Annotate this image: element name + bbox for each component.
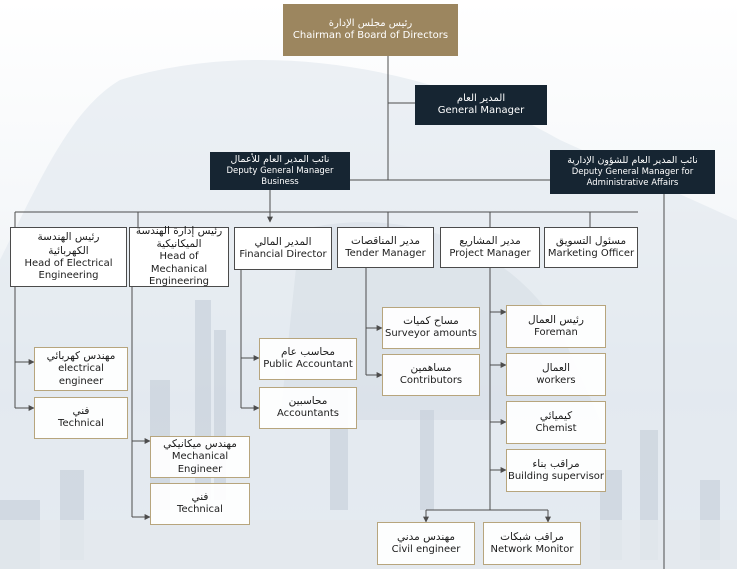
project-manager-en: Project Manager bbox=[449, 247, 531, 259]
general-manager-ar: المدير العام bbox=[456, 92, 506, 104]
foreman-en: Foreman bbox=[534, 326, 578, 338]
node-marketing-officer: مسئول التسويق Marketing Officer bbox=[544, 227, 638, 268]
node-civil-engineer: مهندس مدني Civil engineer bbox=[377, 522, 475, 565]
mechanical-engineer-en: Mechanical Engineer bbox=[171, 451, 229, 475]
technical-elec-en: Technical bbox=[58, 418, 104, 430]
network-monitor-ar: مراقب شبكات bbox=[500, 530, 564, 543]
node-technical-mechanical: فني Technical bbox=[150, 483, 250, 525]
dgm-admin-en: Deputy General Manager for Administrativ… bbox=[571, 167, 694, 188]
public-accountant-ar: محاسب عام bbox=[280, 346, 335, 359]
general-manager-en: General Manager bbox=[437, 105, 525, 116]
node-mechanical-engineer: مهندس ميكانيكي Mechanical Engineer bbox=[150, 436, 250, 478]
node-head-mechanical: رئيس إدارة الهندسة الميكانيكية Head of M… bbox=[129, 225, 229, 288]
technical-mech-en: Technical bbox=[177, 504, 223, 516]
chemist-en: Chemist bbox=[535, 422, 577, 434]
dgm-admin-ar: نائب المدير العام للشؤون الإدارية bbox=[567, 155, 698, 167]
node-chairman: رئيس مجلس الإدارة Chairman of Board of D… bbox=[283, 4, 458, 56]
project-manager-ar: مدير المشاريع bbox=[459, 234, 521, 247]
node-accountants: محاسبين Accountants bbox=[259, 387, 357, 429]
node-financial-director: المدير المالي Financial Director bbox=[234, 227, 332, 270]
head-mechanical-en: Head of Mechanical Engineering bbox=[149, 251, 209, 288]
node-technical-electrical: فني Technical bbox=[34, 397, 128, 439]
head-electrical-ar: رئيس الهندسة الكهربائية bbox=[37, 231, 100, 257]
public-accountant-en: Public Accountant bbox=[263, 359, 353, 371]
node-workers: العمال workers bbox=[506, 353, 606, 396]
chemist-ar: كيميائي bbox=[539, 409, 573, 422]
surveyor-amounts-en: Surveyor amounts bbox=[385, 328, 477, 340]
civil-engineer-en: Civil engineer bbox=[391, 543, 461, 555]
node-foreman: رئيس العمال Foreman bbox=[506, 305, 606, 348]
electrical-engineer-ar: مهندس كهربائي bbox=[46, 349, 116, 362]
head-electrical-en: Head of Electrical Engineering bbox=[24, 257, 113, 282]
surveyor-amounts-ar: مساح كميات bbox=[403, 315, 459, 328]
accountants-ar: محاسبين bbox=[288, 395, 328, 408]
civil-engineer-ar: مهندس مدني bbox=[396, 530, 456, 543]
network-monitor-en: Network Monitor bbox=[490, 543, 574, 555]
dgm-business-en: Deputy General Manager Business bbox=[226, 166, 334, 187]
workers-en: workers bbox=[536, 374, 576, 386]
chairman-ar: رئيس مجلس الإدارة bbox=[328, 17, 413, 29]
tender-manager-ar: مدير المناقصات bbox=[351, 234, 420, 247]
node-tender-manager: مدير المناقصات Tender Manager bbox=[337, 227, 434, 268]
node-network-monitor: مراقب شبكات Network Monitor bbox=[483, 522, 581, 565]
node-building-supervisor: مراقب بناء Building supervisor bbox=[506, 449, 606, 492]
workers-ar: العمال bbox=[541, 361, 571, 374]
mechanical-engineer-ar: مهندس ميكانيكي bbox=[163, 437, 237, 450]
building-supervisor-ar: مراقب بناء bbox=[532, 457, 580, 470]
node-general-manager: المدير العام General Manager bbox=[415, 85, 547, 125]
node-dgm-admin: نائب المدير العام للشؤون الإدارية Deputy… bbox=[550, 150, 715, 194]
electrical-engineer-en: electrical engineer bbox=[58, 363, 104, 387]
foreman-ar: رئيس العمال bbox=[528, 313, 584, 326]
node-dgm-business: نائب المدير العام للأعمال Deputy General… bbox=[210, 152, 350, 190]
node-surveyor-amounts: مساح كميات Surveyor amounts bbox=[382, 307, 480, 349]
chairman-en: Chairman of Board of Directors bbox=[292, 30, 449, 41]
contributors-en: Contributors bbox=[399, 375, 463, 387]
node-electrical-engineer: مهندس كهربائي electrical engineer bbox=[34, 347, 128, 391]
node-public-accountant: محاسب عام Public Accountant bbox=[259, 338, 357, 380]
contributors-ar: مساهمين bbox=[410, 362, 452, 375]
tender-manager-en: Tender Manager bbox=[345, 247, 426, 259]
dgm-business-ar: نائب المدير العام للأعمال bbox=[230, 154, 330, 166]
building-supervisor-en: Building supervisor bbox=[507, 470, 605, 482]
marketing-officer-ar: مسئول التسويق bbox=[555, 234, 627, 247]
marketing-officer-en: Marketing Officer bbox=[547, 247, 635, 259]
node-chemist: كيميائي Chemist bbox=[506, 401, 606, 444]
financial-director-ar: المدير المالي bbox=[254, 235, 312, 248]
financial-director-en: Financial Director bbox=[239, 248, 327, 260]
node-head-electrical: رئيس الهندسة الكهربائية Head of Electric… bbox=[10, 227, 127, 287]
node-project-manager: مدير المشاريع Project Manager bbox=[440, 227, 540, 268]
technical-elec-ar: فني bbox=[72, 405, 90, 418]
technical-mech-ar: فني bbox=[191, 491, 209, 504]
accountants-en: Accountants bbox=[277, 408, 339, 420]
node-contributors: مساهمين Contributors bbox=[382, 354, 480, 396]
head-mechanical-ar: رئيس إدارة الهندسة الميكانيكية bbox=[135, 225, 223, 251]
